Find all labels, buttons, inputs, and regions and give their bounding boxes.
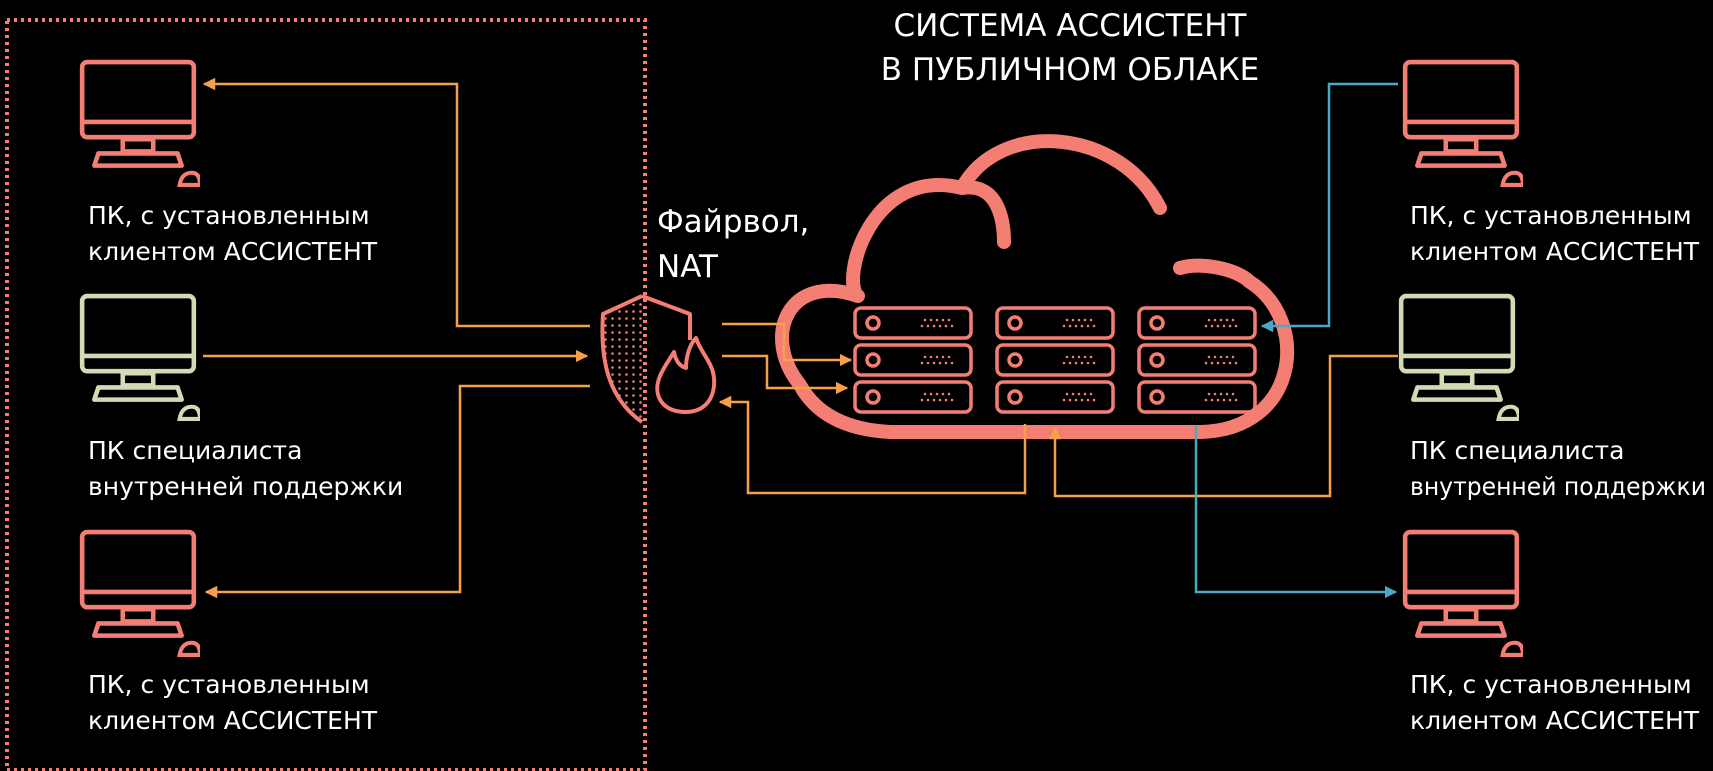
server-unit: [853, 343, 973, 377]
left-middle-pc-label-line2: внутренней поддержки: [88, 472, 403, 501]
right-top-pc-label-line2: клиентом АССИСТЕНТ: [1410, 237, 1700, 266]
right-middle-pc-label-line1: ПК специалиста: [1410, 436, 1624, 465]
diagram-title-line1: СИСТЕМА АССИСТЕНТ: [894, 8, 1248, 44]
right-bottom-pc-label-line2: клиентом АССИСТЕНТ: [1410, 706, 1700, 735]
left-middle-pc-label-line1: ПК специалиста: [88, 436, 302, 465]
server-unit: [1137, 343, 1257, 377]
link-firewall-to-cloud-2: [722, 354, 849, 395]
server-unit: [995, 306, 1115, 340]
cloud-icon: [775, 134, 1295, 439]
left-support-pc-icon: [82, 296, 200, 419]
link-right-top-pc-to-cloud: [1260, 82, 1398, 333]
left-bottom-pc-label-line2: клиентом АССИСТЕНТ: [88, 706, 378, 735]
server-rack-2: [995, 306, 1115, 414]
left-bottom-pc-label-line1: ПК, с установленным: [88, 670, 370, 699]
server-unit: [853, 306, 973, 340]
right-client-pc-icon: [1405, 62, 1523, 185]
internal-network-boundary: [5, 18, 647, 771]
link-cloud-to-firewall: [718, 395, 1027, 495]
server-unit: [853, 380, 973, 414]
firewall-label-line2: NAT: [657, 249, 719, 285]
server-unit: [1137, 306, 1257, 340]
left-client-pc-icon: [82, 62, 200, 185]
left-top-pc-label-line1: ПК, с установленным: [88, 201, 370, 230]
left-top-pc-label-line2: клиентом АССИСТЕНТ: [88, 237, 378, 266]
right-top-pc-label-line1: ПК, с установленным: [1410, 201, 1692, 230]
flame-icon: [655, 336, 717, 414]
server-rack-1: [853, 306, 973, 414]
external-connections: [1194, 82, 1398, 599]
link-cloud-to-right-bottom-pc: [1194, 426, 1398, 599]
internal-connections: [202, 77, 1398, 599]
server-unit: [995, 380, 1115, 414]
firewall-label-line1: Файрвол,: [657, 204, 809, 240]
server-rack-3: [1137, 306, 1257, 414]
right-support-pc-icon: [1401, 296, 1519, 419]
server-unit: [1137, 380, 1257, 414]
link-firewall-to-left-bottom-pc: [204, 384, 590, 599]
right-client-pc-icon: [1405, 532, 1523, 655]
right-bottom-pc-label-line1: ПК, с установленным: [1410, 670, 1692, 699]
diagram-title-line2: В ПУБЛИЧНОМ ОБЛАКЕ: [881, 52, 1259, 88]
right-middle-pc-label-line2: внутренней поддержки: [1410, 472, 1706, 501]
link-firewall-to-left-top-pc: [202, 77, 590, 328]
left-client-pc-icon: [82, 532, 200, 655]
firewall-shield-icon: [600, 294, 717, 424]
link-firewall-to-cloud-1: [722, 322, 853, 367]
link-right-support-pc-to-cloud: [1048, 354, 1398, 498]
server-unit: [995, 343, 1115, 377]
